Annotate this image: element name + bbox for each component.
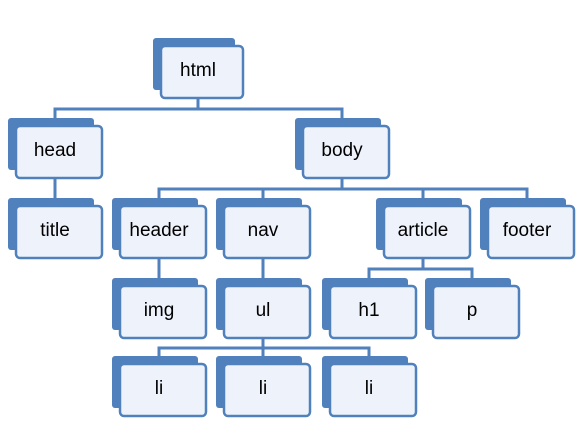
- node-article: article: [376, 198, 472, 260]
- node-card: [328, 362, 418, 418]
- node-card: [382, 204, 472, 260]
- node-nav: nav: [216, 198, 312, 260]
- node-card: [431, 284, 521, 340]
- node-label-li-1: li: [155, 378, 163, 399]
- node-card: [14, 204, 104, 260]
- node-label-h1: h1: [358, 300, 379, 321]
- node-label-title: title: [40, 220, 70, 241]
- connector-html: [53, 96, 344, 122]
- node-card: [118, 362, 208, 418]
- node-header: header: [112, 198, 208, 260]
- node-card: [222, 284, 312, 340]
- node-label-footer: footer: [503, 220, 552, 241]
- nodes: html head body title header nav article footer i…: [8, 38, 576, 418]
- connector-body: [157, 176, 529, 202]
- node-body: body: [295, 118, 391, 180]
- node-label-li-2: li: [259, 378, 267, 399]
- node-label-p: p: [467, 300, 478, 321]
- node-label-header: header: [129, 220, 189, 241]
- node-label-html: html: [180, 60, 216, 81]
- node-head: head: [8, 118, 104, 180]
- node-footer: footer: [480, 198, 576, 260]
- node-label-img: img: [144, 300, 175, 321]
- node-html: html: [153, 38, 245, 100]
- node-label-li-3: li: [365, 378, 373, 399]
- node-card: [486, 204, 576, 260]
- node-card: [301, 124, 391, 180]
- node-card: [222, 362, 312, 418]
- node-label-ul: ul: [256, 300, 271, 321]
- node-li-3: li: [322, 356, 418, 418]
- node-ul: ul: [216, 278, 312, 340]
- node-card: [118, 204, 208, 260]
- node-card: [222, 204, 312, 260]
- node-card: [14, 124, 104, 180]
- connector-ul: [157, 336, 371, 360]
- node-label-body: body: [321, 140, 363, 161]
- node-title: title: [8, 198, 104, 260]
- node-label-nav: nav: [248, 220, 279, 241]
- node-card: [159, 44, 245, 100]
- node-li-1: li: [112, 356, 208, 418]
- node-label-head: head: [34, 140, 76, 161]
- node-p: p: [425, 278, 521, 340]
- node-img: img: [112, 278, 208, 340]
- node-li-2: li: [216, 356, 312, 418]
- node-label-article: article: [398, 220, 449, 241]
- connectors: [53, 96, 529, 360]
- node-h1: h1: [322, 278, 418, 340]
- node-card: [328, 284, 418, 340]
- connector-article: [367, 256, 474, 282]
- node-card: [118, 284, 208, 340]
